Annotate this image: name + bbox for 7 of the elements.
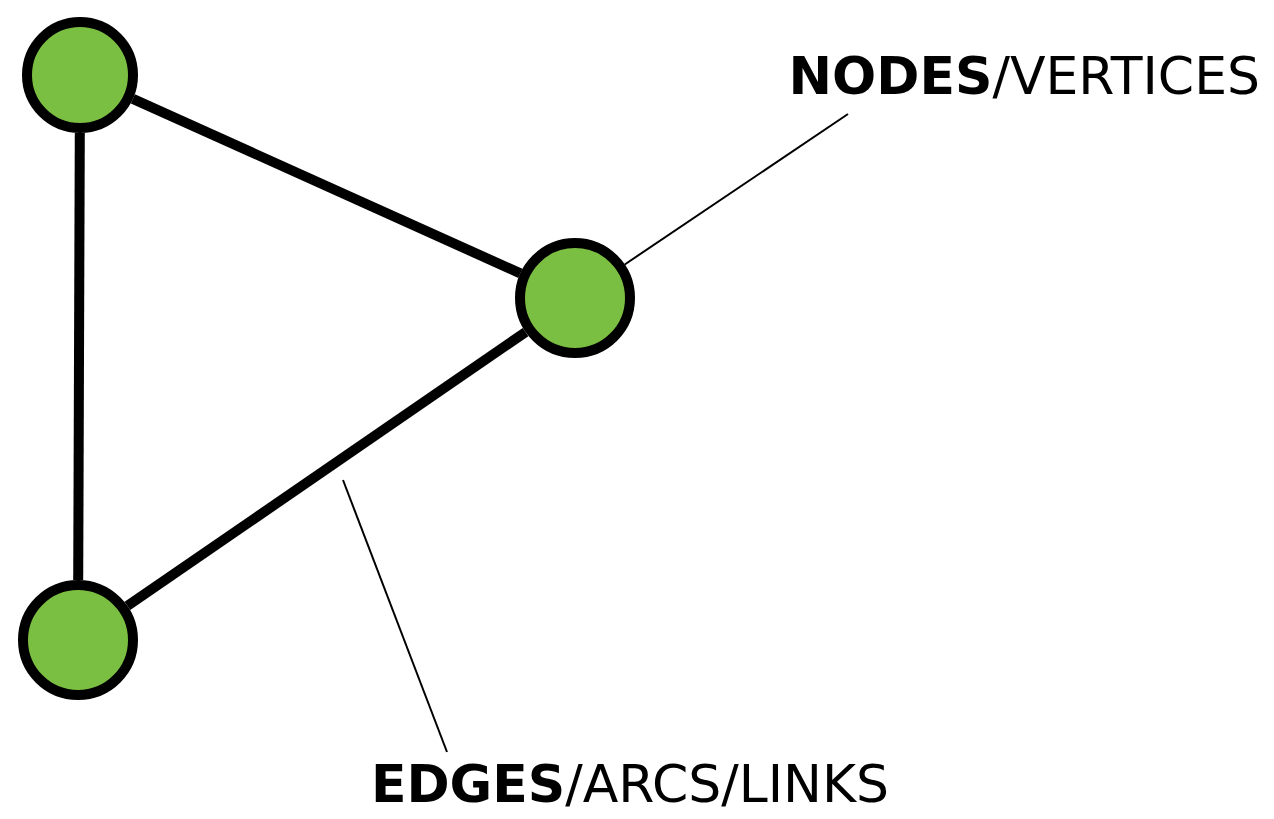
callout-label: NODES/VERTICES <box>700 44 1260 108</box>
leader-line <box>623 113 849 266</box>
edge-line <box>73 133 85 581</box>
callout-label: EDGES/ARCS/LINKS <box>300 752 960 816</box>
edge-line <box>124 327 529 611</box>
leader-line <box>342 479 448 753</box>
edge-line <box>130 94 523 278</box>
